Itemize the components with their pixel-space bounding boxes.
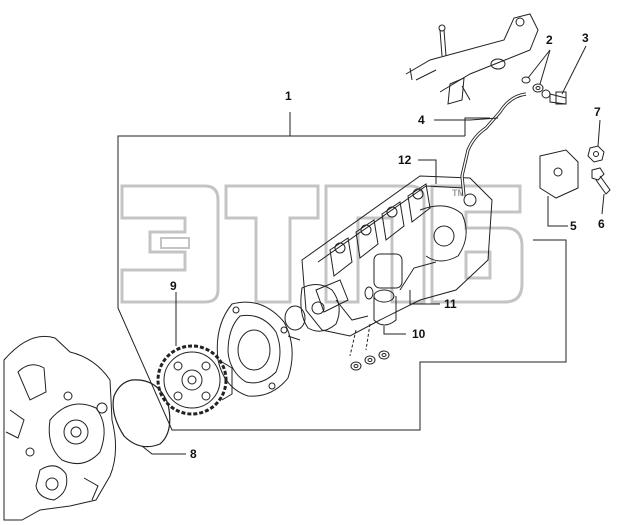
callout-2: 2 bbox=[546, 33, 553, 47]
mount-bracket bbox=[405, 13, 539, 105]
watermark-logo bbox=[120, 184, 524, 304]
callout-4: 4 bbox=[418, 113, 425, 127]
hex-nut bbox=[587, 145, 605, 163]
watermark-bar bbox=[160, 237, 190, 249]
o-ring bbox=[284, 305, 306, 331]
hex-bolt bbox=[591, 167, 611, 195]
fuel-pipe bbox=[460, 92, 527, 197]
callout-11: 11 bbox=[444, 297, 457, 311]
callout-5: 5 bbox=[570, 219, 577, 233]
callout-3: 3 bbox=[582, 31, 589, 45]
fuel-filter bbox=[364, 286, 397, 326]
leader-lines bbox=[141, 45, 605, 455]
support-bracket bbox=[539, 149, 579, 199]
hex-nut-hole bbox=[593, 151, 599, 157]
boundary-top-right bbox=[464, 117, 490, 136]
callout-9: 9 bbox=[170, 279, 177, 293]
drive-cover bbox=[216, 301, 301, 397]
callout-10: 10 bbox=[412, 327, 426, 341]
callout-8: 8 bbox=[190, 447, 197, 461]
watermark-tm: TM bbox=[452, 188, 465, 198]
pump-drive-hub bbox=[300, 284, 340, 332]
gasket-ring bbox=[112, 379, 171, 448]
drive-gear bbox=[156, 344, 233, 416]
injection-pump bbox=[301, 175, 493, 337]
washer-set bbox=[349, 323, 390, 371]
callout-7: 7 bbox=[594, 105, 601, 119]
callout-6: 6 bbox=[598, 217, 605, 231]
engine-housing bbox=[3, 335, 116, 521]
assembly-boundary-line bbox=[117, 112, 567, 431]
callout-1: 1 bbox=[285, 89, 292, 103]
callout-12: 12 bbox=[398, 153, 412, 167]
bolt-assembly bbox=[521, 76, 567, 105]
